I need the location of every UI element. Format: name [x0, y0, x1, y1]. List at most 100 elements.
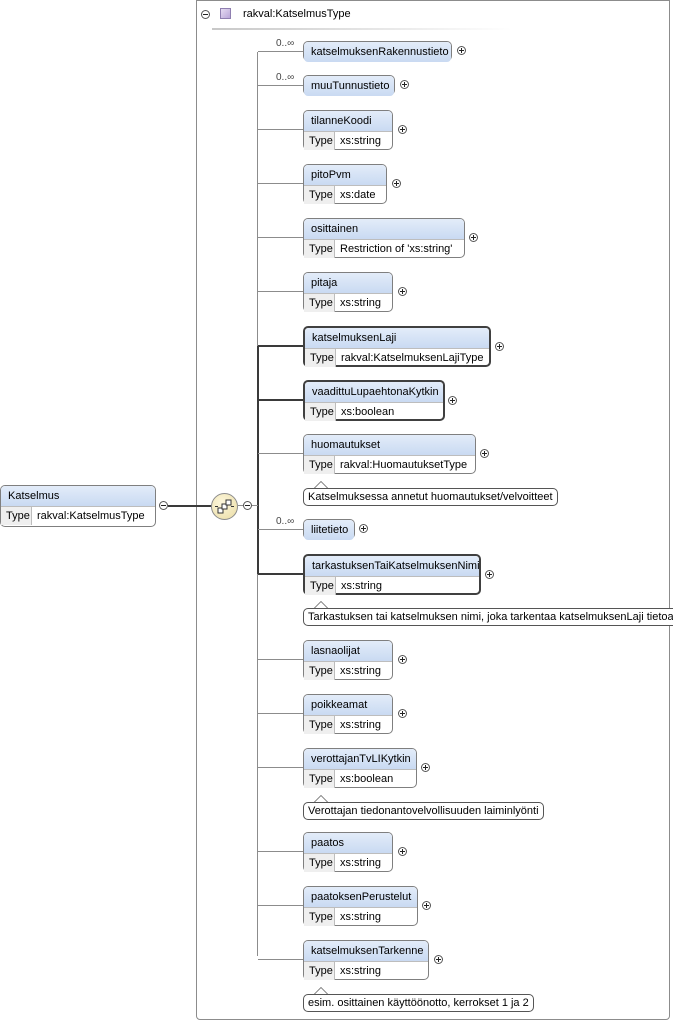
expand-icon[interactable]	[398, 847, 407, 856]
root-element-katselmus[interactable]: Katselmus Type rakval:KatselmusType	[0, 485, 156, 527]
element-name: katselmuksenRakennustieto	[304, 42, 451, 62]
collapse-type-toggle-icon[interactable]	[201, 10, 210, 19]
root-element-name: Katselmus	[1, 486, 155, 506]
expand-icon[interactable]	[422, 901, 431, 910]
element-tilanne-koodi[interactable]: tilanneKoodi Type xs:string	[303, 110, 393, 150]
branch-16	[258, 959, 303, 960]
element-pito-pvm[interactable]: pitoPvm Type xs:date	[303, 164, 387, 204]
element-huomautukset[interactable]: huomautukset Type rakval:HuomautuksetType	[303, 434, 476, 474]
branch-15	[258, 905, 303, 906]
sequence-collapse-toggle-icon[interactable]	[243, 501, 252, 510]
title-divider	[212, 28, 512, 30]
element-katselmuksen-laji[interactable]: katselmuksenLaji Type rakval:Katselmuksen…	[303, 326, 491, 367]
expand-icon[interactable]	[421, 763, 430, 772]
type-label: Type	[304, 716, 335, 734]
type-label: Type	[305, 349, 336, 367]
type-value: xs:date	[340, 189, 376, 201]
root-type-label: Type	[1, 507, 32, 525]
expand-icon[interactable]	[434, 955, 443, 964]
expand-icon[interactable]	[469, 233, 478, 242]
element-name: paatoksenPerustelut	[304, 887, 417, 907]
element-name: tarkastuksenTaiKatselmuksenNimi	[305, 556, 480, 576]
expand-icon[interactable]	[359, 524, 368, 533]
type-value: xs:string	[340, 719, 381, 731]
expand-icon[interactable]	[398, 655, 407, 664]
expand-icon[interactable]	[485, 570, 494, 579]
complex-type-frame	[196, 0, 670, 1020]
sequence-compositor-icon[interactable]	[211, 493, 238, 520]
element-name: lasnaolijat	[304, 641, 392, 661]
annotation-pointer	[313, 987, 329, 995]
expand-icon[interactable]	[392, 179, 401, 188]
branch-11	[258, 659, 303, 660]
element-name: verottajanTvLIKytkin	[304, 749, 416, 769]
type-label: Type	[304, 132, 335, 150]
type-value: xs:string	[340, 857, 381, 869]
element-name: tilanneKoodi	[304, 111, 392, 131]
element-katselmuksen-rakennustieto[interactable]: katselmuksenRakennustieto	[303, 41, 452, 62]
branch-0	[258, 51, 303, 52]
element-name: liitetieto	[304, 520, 354, 540]
type-value: xs:boolean	[340, 773, 394, 785]
type-value: xs:string	[340, 665, 381, 677]
type-label: Type	[304, 908, 335, 926]
element-name: katselmuksenTarkenne	[304, 941, 428, 961]
branch-10	[258, 573, 303, 575]
element-name: osittainen	[304, 219, 464, 239]
spine-join	[252, 505, 258, 506]
type-label: Type	[304, 240, 335, 258]
element-name: katselmuksenLaji	[305, 328, 489, 348]
element-name: vaadittuLupaehtonaKytkin	[305, 382, 443, 402]
annotation-pointer	[313, 481, 329, 489]
expand-icon[interactable]	[398, 709, 407, 718]
element-verottajan-tvli-kytkin[interactable]: verottajanTvLIKytkin Type xs:boolean	[303, 748, 417, 788]
expand-icon[interactable]	[480, 449, 489, 458]
branch-14	[258, 851, 303, 852]
expand-icon[interactable]	[495, 342, 504, 351]
type-value: xs:string	[340, 135, 381, 147]
type-label: Type	[304, 962, 335, 980]
branch-8	[258, 453, 303, 454]
expand-icon[interactable]	[457, 46, 466, 55]
expand-icon[interactable]	[398, 287, 407, 296]
element-muu-tunnustieto[interactable]: muuTunnustieto	[303, 75, 395, 96]
element-name: muuTunnustieto	[304, 76, 394, 96]
branch-12	[258, 713, 303, 714]
annotation-pointer	[313, 601, 329, 609]
branch-2	[258, 129, 303, 130]
branch-4	[258, 237, 303, 238]
element-name: huomautukset	[304, 435, 475, 455]
type-value: xs:string	[341, 580, 382, 592]
root-type-value: rakval:KatselmusType	[37, 510, 145, 522]
type-label: Type	[304, 854, 335, 872]
type-value: rakval:KatselmuksenLajiType	[341, 352, 484, 364]
element-name: pitoPvm	[304, 165, 386, 185]
branch-3	[258, 183, 303, 184]
root-collapse-toggle-icon[interactable]	[159, 501, 168, 510]
element-paatoksen-perustelut[interactable]: paatoksenPerustelut Type xs:string	[303, 886, 418, 926]
branch-1	[258, 85, 303, 86]
element-liitetieto[interactable]: liitetieto	[303, 519, 355, 540]
type-value: xs:string	[340, 911, 381, 923]
cardinality-label: 0..∞	[276, 72, 295, 83]
branch-7	[258, 399, 303, 401]
type-label: Type	[305, 403, 336, 421]
type-label: Type	[304, 186, 335, 204]
expand-icon[interactable]	[400, 80, 409, 89]
type-value: rakval:HuomautuksetType	[340, 459, 468, 471]
annotation-huomautukset: Katselmuksessa annetut huomautukset/velv…	[303, 488, 558, 506]
type-label: Type	[304, 456, 335, 474]
type-value: xs:string	[340, 297, 381, 309]
expand-icon[interactable]	[448, 396, 457, 405]
expand-icon[interactable]	[398, 125, 407, 134]
type-label: Type	[304, 770, 335, 788]
type-label: Type	[304, 294, 335, 312]
